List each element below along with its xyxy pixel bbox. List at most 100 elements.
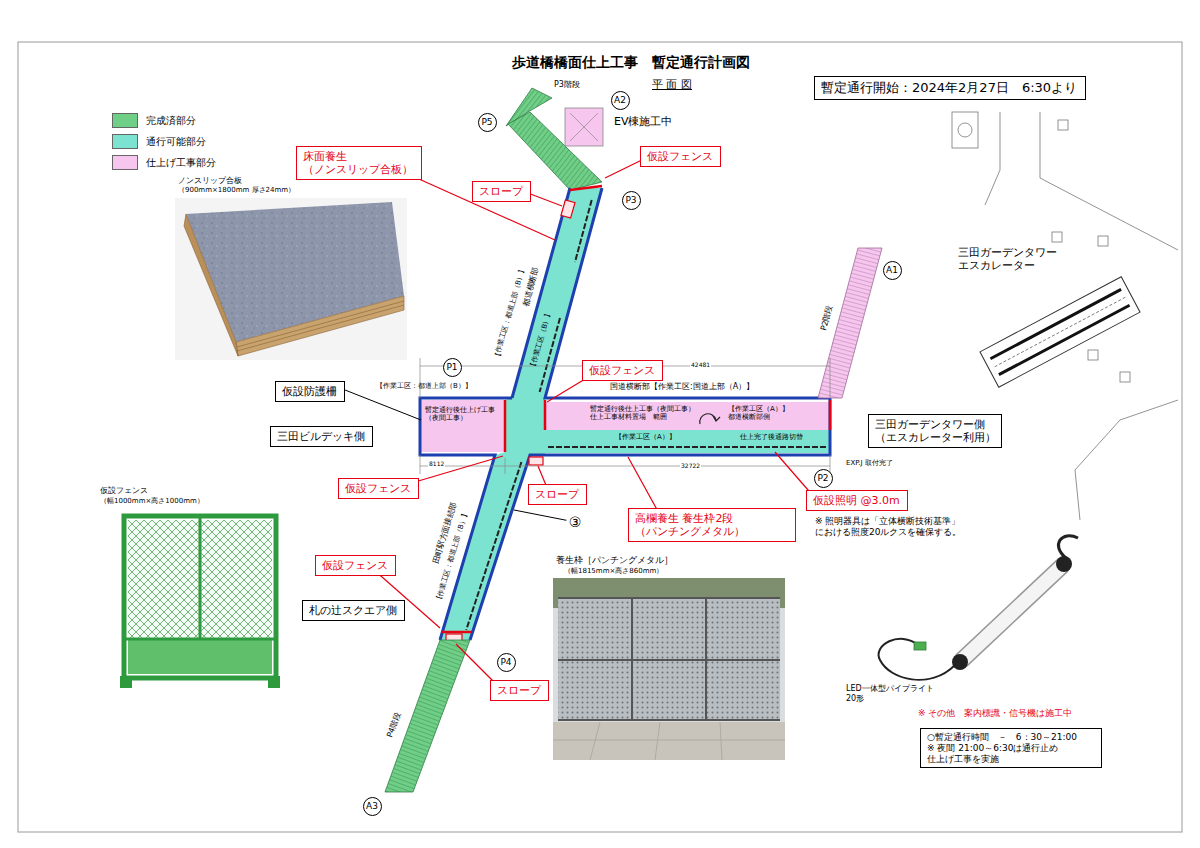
node-text: 高欄養生 養生枠2段（パンチングメタル） <box>635 512 789 538</box>
column-mark <box>1052 232 1062 242</box>
status-note: EV棟施工中 <box>614 115 672 128</box>
pier-marker: P4 <box>497 653 516 672</box>
pier-marker: P5 <box>478 113 497 132</box>
finishing-area <box>420 400 505 452</box>
escalator <box>990 289 1121 358</box>
node-text: スロープ <box>535 488 580 501</box>
callout-number: ③ <box>566 513 585 532</box>
stair-name: P2階段 <box>819 304 835 332</box>
node-text: 仮設フェンス <box>647 150 714 163</box>
dimension: 42481 <box>690 361 711 368</box>
node-text: 仮設防護柵 <box>282 385 338 398</box>
photo-fence <box>268 676 280 688</box>
bridge-outline <box>470 188 830 640</box>
node-text: A2 <box>614 95 626 106</box>
joint-note: EXP.J 取付完了 <box>846 459 893 467</box>
node-text: 三田ビルデッキ側 <box>277 430 366 443</box>
photo-plywood <box>237 301 404 351</box>
view-title: 平 面 図 <box>652 78 692 91</box>
escalator <box>999 305 1130 374</box>
temporary-fence <box>829 400 832 430</box>
photo-fence <box>120 676 132 688</box>
fence-callout: 仮設フェンス <box>582 360 663 381</box>
photo-punching-metal <box>553 722 785 760</box>
stair-name: P4階段 <box>385 711 403 739</box>
legend-swatch <box>112 155 138 170</box>
photo-pipe-light <box>962 566 1062 660</box>
node-text: 三田ガーデンタワー側 （エスカレーター利用） <box>875 418 995 444</box>
photo-punching-metal <box>553 722 785 760</box>
column-mark <box>1058 120 1068 130</box>
leader-line <box>345 390 421 420</box>
photo-plywood <box>184 214 238 356</box>
node-text: P4 <box>500 657 511 668</box>
elevator-symbol <box>570 113 598 141</box>
photo-pipe-light <box>1058 536 1078 558</box>
photo-pipe-light <box>1056 556 1072 572</box>
photo-caption: 養生枠［パンチングメタル］ <box>556 555 673 566</box>
node-text: P5 <box>481 117 492 128</box>
temporary-fence <box>570 186 602 190</box>
node-text: 床面養生 （ノンスリップ合板） <box>303 150 415 176</box>
dimension: 32722 <box>680 462 701 469</box>
photo-caption: ノンスリップ合板 <box>178 176 242 186</box>
fence-callout: 仮設フェンス <box>315 555 396 576</box>
node-text: ※ 夜間 21:00～6:30は通行止め 仕上げ工事を実施 <box>927 743 1095 765</box>
slope-callout: スロープ <box>490 680 549 701</box>
bridge-outline <box>512 188 570 398</box>
column-mark <box>1120 372 1130 382</box>
photo-caption: （幅1815mm×高さ860mm） <box>564 567 663 575</box>
elevator-area <box>565 108 603 146</box>
pier-marker: P2 <box>814 469 833 488</box>
legend-row: 仕上げ工事部分 <box>112 152 216 173</box>
photo-pipe-light <box>952 654 968 670</box>
photo-fence <box>115 508 287 693</box>
work-note: 暫定通行後仕上工事（夜間工事） 仕上工事材料置場 範囲 <box>590 405 710 422</box>
photo-fence <box>128 640 272 674</box>
photo-caption: （幅1000mm×高さ1000mm） <box>100 497 204 505</box>
node-text: 仮設フェンス <box>322 559 389 572</box>
escalator <box>980 277 1140 387</box>
node-text: P2 <box>817 473 828 484</box>
temporary-lighting <box>548 446 828 448</box>
photo-fence <box>124 638 276 641</box>
column-mark <box>1098 236 1108 246</box>
leader-line <box>410 175 555 240</box>
stair-name: P3階段 <box>554 80 580 90</box>
temporary-lighting <box>466 462 521 630</box>
fence-callout: 仮設フェンス <box>640 146 721 167</box>
node-text: スロープ <box>497 684 542 697</box>
legend: 完成済部分通行可能部分仕上げ工事部分 <box>112 110 216 173</box>
node-text: 札の辻スクエア側 <box>309 604 398 617</box>
lighting-note: ※ 照明器具は「立体横断技術基準」 における照度20ルクスを確保する。 <box>815 516 1025 538</box>
photo-fence <box>124 516 276 678</box>
stair-finishing <box>818 248 882 398</box>
stair-completed <box>385 640 470 792</box>
legend-text: 仕上げ工事部分 <box>146 157 216 169</box>
photo-pipe-light <box>962 566 1062 660</box>
column-mark <box>1088 350 1098 360</box>
legend-row: 通行可能部分 <box>112 131 216 152</box>
building-outline <box>952 112 978 148</box>
work-zone: 【作業工区（A）】 <box>615 433 676 441</box>
dimension-line <box>420 358 830 474</box>
finishing-area <box>545 402 830 430</box>
legend-text: 完成済部分 <box>146 115 196 127</box>
photo-caption: （900mm×1800mm 厚さ24mm） <box>178 186 295 194</box>
photo-plywood <box>236 296 404 356</box>
slope-mark <box>561 200 575 218</box>
node-text: ③ <box>569 514 582 531</box>
temporary-fence <box>544 400 547 430</box>
pier-marker: P3 <box>622 191 641 210</box>
guard-callout: 仮設防護柵 <box>275 381 345 402</box>
slope-callout: スロープ <box>528 484 587 505</box>
node-text: A3 <box>366 801 378 812</box>
legend-text: 通行可能部分 <box>146 136 206 148</box>
leader-line <box>628 457 660 515</box>
warning-note: ※ その他 案内標識・信号機は施工中 <box>918 708 1072 719</box>
slope-callout: スロープ <box>472 181 531 202</box>
photo-plywood <box>175 198 407 360</box>
side-label-box: 三田ビルデッキ側 <box>270 426 373 447</box>
node-text: 暫定通行開始：2024年2月27日 6:30より <box>821 80 1079 96</box>
pier-marker: P1 <box>443 358 462 377</box>
